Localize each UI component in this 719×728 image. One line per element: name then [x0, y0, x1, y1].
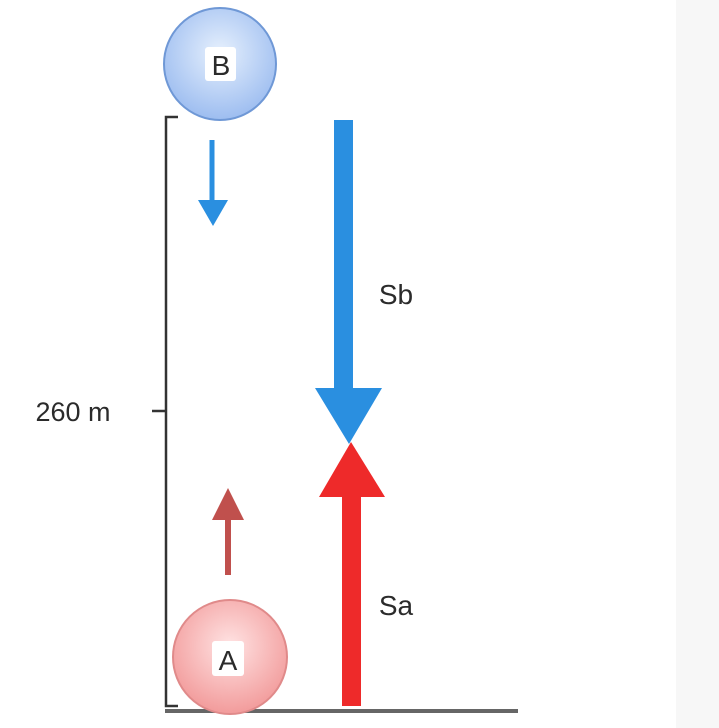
ball-a-direction-arrow	[212, 488, 244, 575]
ball-b: B	[163, 7, 277, 121]
displacement-b-label: Sb	[379, 279, 413, 310]
displacement-a-label: Sa	[379, 590, 414, 621]
ball-b-letter: B	[212, 50, 231, 81]
height-label: 260 m	[35, 397, 110, 427]
ball-a-letter: A	[219, 645, 238, 676]
ball-b-direction-arrow	[198, 140, 228, 226]
displacement-a-arrow	[319, 442, 385, 706]
right-margin-strip	[676, 0, 719, 728]
displacement-b-arrow	[315, 120, 382, 444]
height-bracket	[164, 115, 178, 708]
ball-a: A	[172, 599, 288, 715]
